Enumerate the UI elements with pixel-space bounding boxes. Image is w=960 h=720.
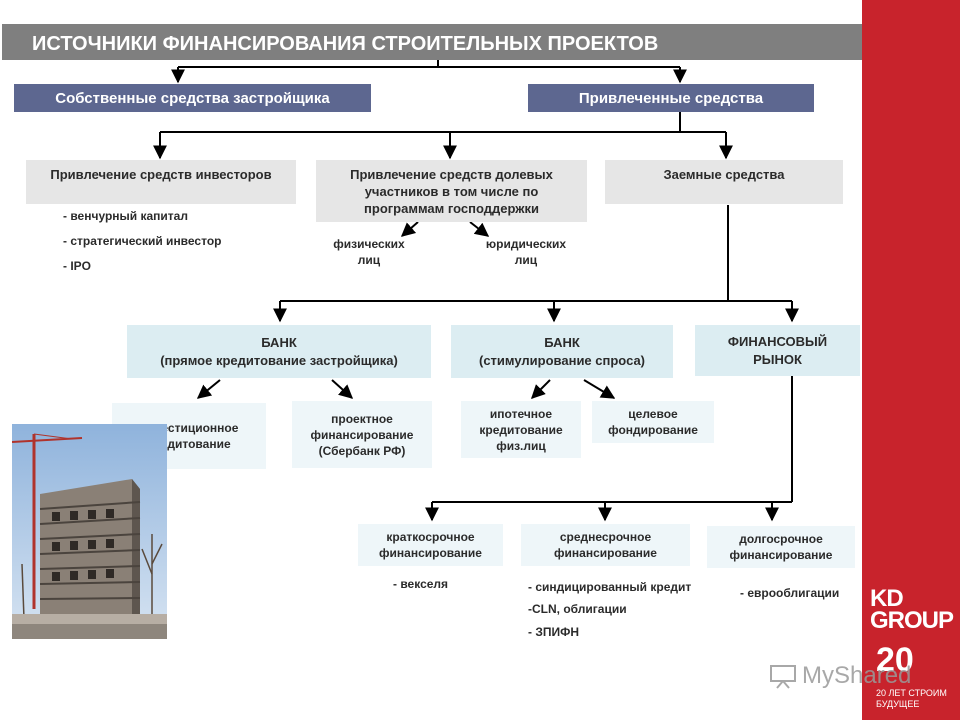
financial-market-box: ФИНАНСОВЫЙ РЫНОК <box>695 325 860 376</box>
medium-term-item: - ЗПИФН <box>528 625 580 639</box>
own-funds-box: Собственные средства застройщика <box>14 84 371 112</box>
building-photo <box>12 424 167 639</box>
investors-item: - IPO <box>63 259 92 273</box>
bank-demand-box: БАНК (стимулирование спроса) <box>451 325 673 378</box>
brand-panel <box>862 0 960 720</box>
anniversary-number: 20 <box>876 641 914 679</box>
slogan-text: 20 ЛЕТ СТРОИМ БУДУЩЕЕ <box>876 688 947 709</box>
kd-group-logo: KD GROUP <box>870 585 954 634</box>
medium-term-box: среднесрочное финансирование <box>521 524 690 566</box>
project-finance-box: проектное финансирование (Сбербанк РФ) <box>292 401 432 468</box>
target-funding-box: целевое фондирование <box>592 401 714 443</box>
short-term-box: краткосрочное финансирование <box>358 524 503 566</box>
long-term-item: - еврооблигации <box>740 586 840 600</box>
long-term-box: долгосрочное финансирование <box>707 526 855 568</box>
short-term-item: - векселя <box>393 577 449 591</box>
investors-item: - венчурный капитал <box>63 209 188 223</box>
logo-line-2: GROUP <box>870 607 954 634</box>
investors-item: - стратегический инвестор <box>63 234 222 248</box>
watermark: MyShared <box>768 662 911 690</box>
investors-box: Привлечение средств инвесторов <box>26 160 296 204</box>
medium-term-item: -CLN, облигации <box>528 602 627 616</box>
attracted-funds-box: Привлеченные средства <box>528 84 814 112</box>
medium-term-item: - синдицированный кредит <box>528 580 692 594</box>
borrowed-box: Заемные средства <box>605 160 843 204</box>
bank-direct-box: БАНК (прямое кредитование застройщика) <box>127 325 431 378</box>
watermark-text: MyShared <box>802 662 912 689</box>
individuals-label: физических лиц <box>333 237 405 267</box>
equity-box: Привлечение средств долевых участников в… <box>316 160 587 222</box>
page-title: ИСТОЧНИКИ ФИНАНСИРОВАНИЯ СТРОИТЕЛЬНЫХ ПР… <box>2 24 862 60</box>
presentation-icon <box>770 665 796 689</box>
legal-entities-label: юридических лиц <box>485 237 567 267</box>
mortgage-box: ипотечное кредитование физ.лиц <box>461 401 581 458</box>
logo-line-1: KD <box>870 585 904 612</box>
